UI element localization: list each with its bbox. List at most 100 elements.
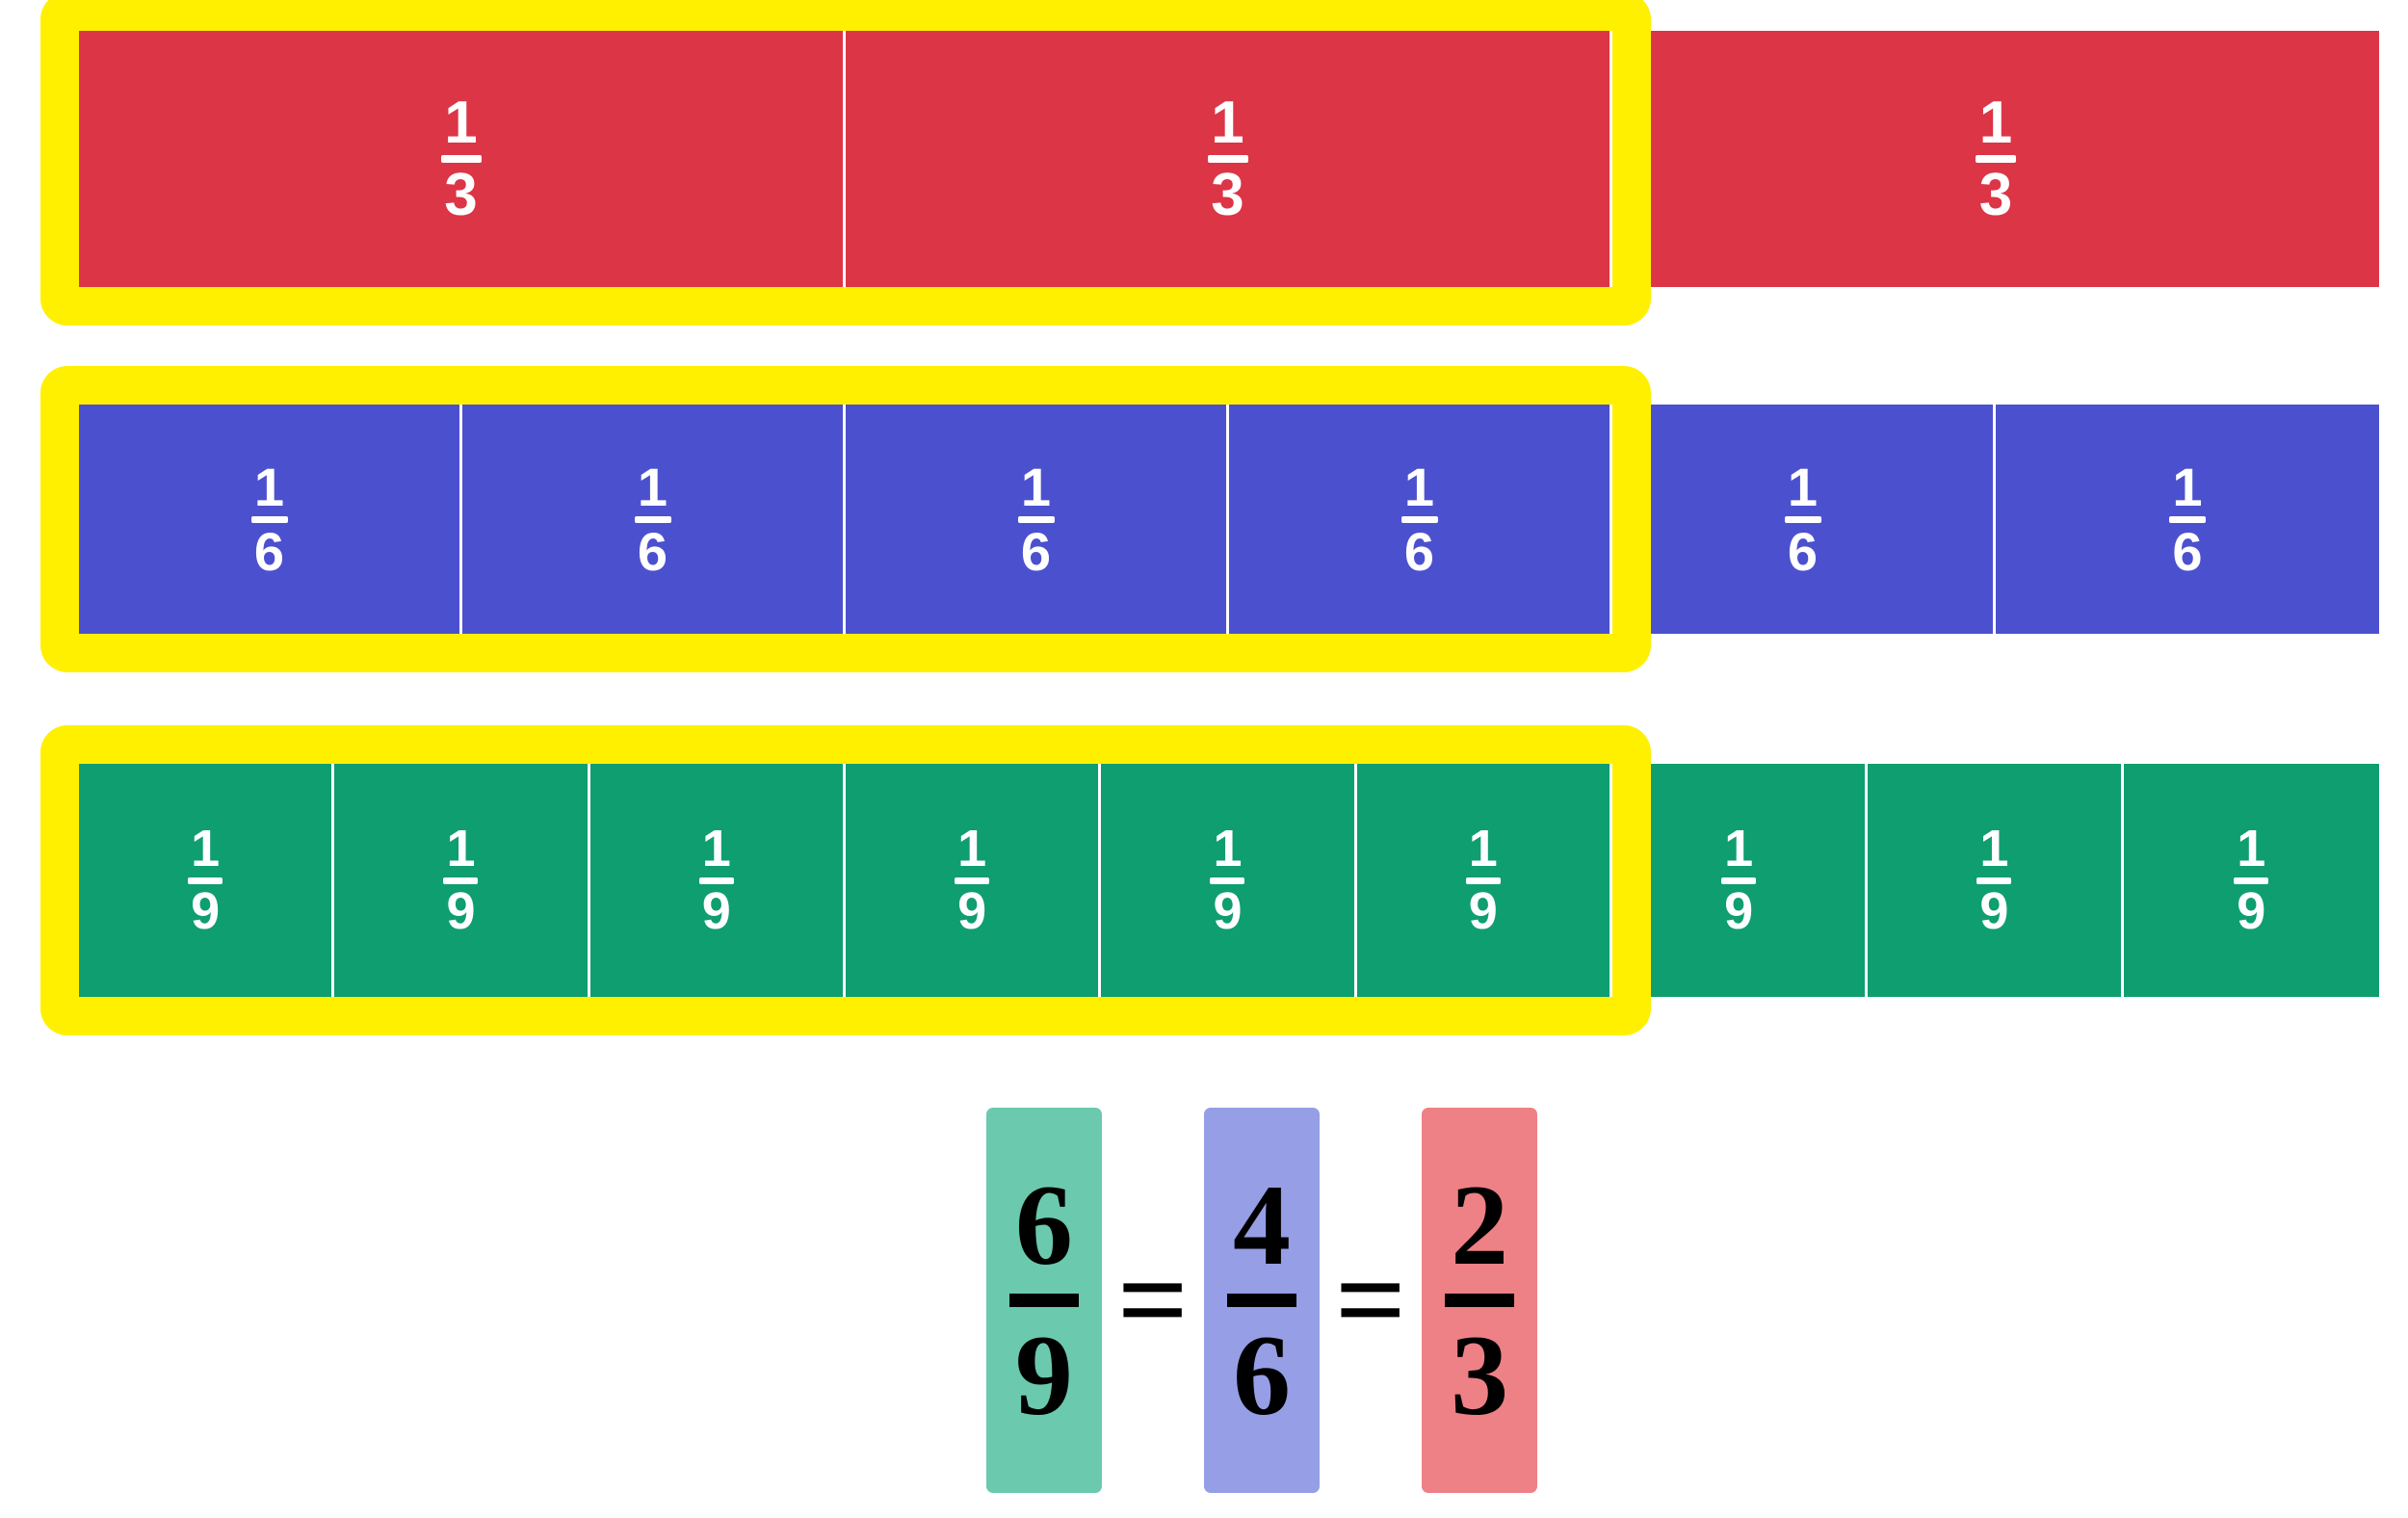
fraction-denominator: 9 (701, 881, 731, 940)
fraction-bar-rule (440, 155, 482, 163)
equals-sign-1: = (1116, 1231, 1189, 1370)
fraction-denominator: 9 (2237, 881, 2266, 940)
fraction-denominator: 3 (1978, 162, 2013, 228)
fraction-bar-rule (443, 877, 479, 884)
fraction-bar-rule (1207, 155, 1248, 163)
fraction-denominator: 9 (1979, 881, 2009, 940)
fraction-numerator: 1 (1979, 819, 2009, 877)
equation-denominator: 9 (1014, 1311, 1073, 1439)
fraction-numerator: 1 (444, 89, 478, 156)
fraction-bar-rule (1976, 155, 2016, 163)
equation-fraction-rule (1227, 1294, 1296, 1307)
fraction-denominator: 3 (1211, 162, 1244, 228)
fraction-bar-rule (2234, 877, 2269, 884)
equation-numerator: 4 (1233, 1161, 1291, 1289)
fraction-numerator: 1 (1403, 456, 1435, 517)
equals-sign-2: = (1335, 1231, 1407, 1370)
fraction-denominator: 9 (1724, 881, 1754, 940)
fraction-bar-rule (1017, 515, 1055, 523)
fraction-numerator: 1 (2237, 819, 2266, 877)
fraction-numerator: 1 (637, 456, 668, 517)
fraction-bar-rule (2169, 515, 2206, 523)
fraction-denominator: 9 (1213, 881, 1243, 940)
fraction-bar-rule (1976, 877, 2012, 884)
equation-denominator: 6 (1233, 1311, 1291, 1439)
fraction-numerator: 1 (1468, 819, 1498, 877)
fraction-bar-rule (1465, 877, 1501, 884)
fraction-bar-rule (1721, 877, 1757, 884)
fraction-denominator: 9 (191, 881, 221, 940)
equation-denominator: 3 (1451, 1311, 1509, 1439)
fraction-numerator: 1 (2172, 456, 2203, 517)
fraction-denominator: 3 (444, 162, 478, 228)
fraction-denominator: 6 (1020, 520, 1052, 582)
fraction-denominator: 9 (1468, 881, 1498, 940)
fraction-denominator: 6 (2172, 520, 2203, 582)
fraction-denominator: 6 (1403, 520, 1435, 582)
fraction-numerator: 1 (1211, 89, 1244, 156)
equation-numerator: 2 (1451, 1161, 1509, 1289)
fraction-denominator: 6 (637, 520, 668, 582)
fraction-bar-rule (1400, 515, 1438, 523)
fraction-numerator: 1 (701, 819, 731, 877)
fraction-numerator: 1 (1724, 819, 1754, 877)
fraction-denominator: 6 (253, 520, 285, 582)
fraction-numerator: 1 (253, 456, 285, 517)
fraction-bar-rule (634, 515, 671, 523)
fraction-bar-rule (1784, 515, 1821, 523)
fraction-numerator: 1 (191, 819, 221, 877)
fraction-numerator: 1 (1978, 89, 2013, 156)
fraction-numerator: 1 (957, 819, 987, 877)
equation-numerator: 6 (1014, 1161, 1073, 1289)
fraction-bar-rule (955, 877, 990, 884)
fraction-numerator: 1 (1787, 456, 1819, 517)
fraction-numerator: 1 (446, 819, 476, 877)
fraction-bar-rule (698, 877, 734, 884)
fraction-bar-rule (188, 877, 223, 884)
